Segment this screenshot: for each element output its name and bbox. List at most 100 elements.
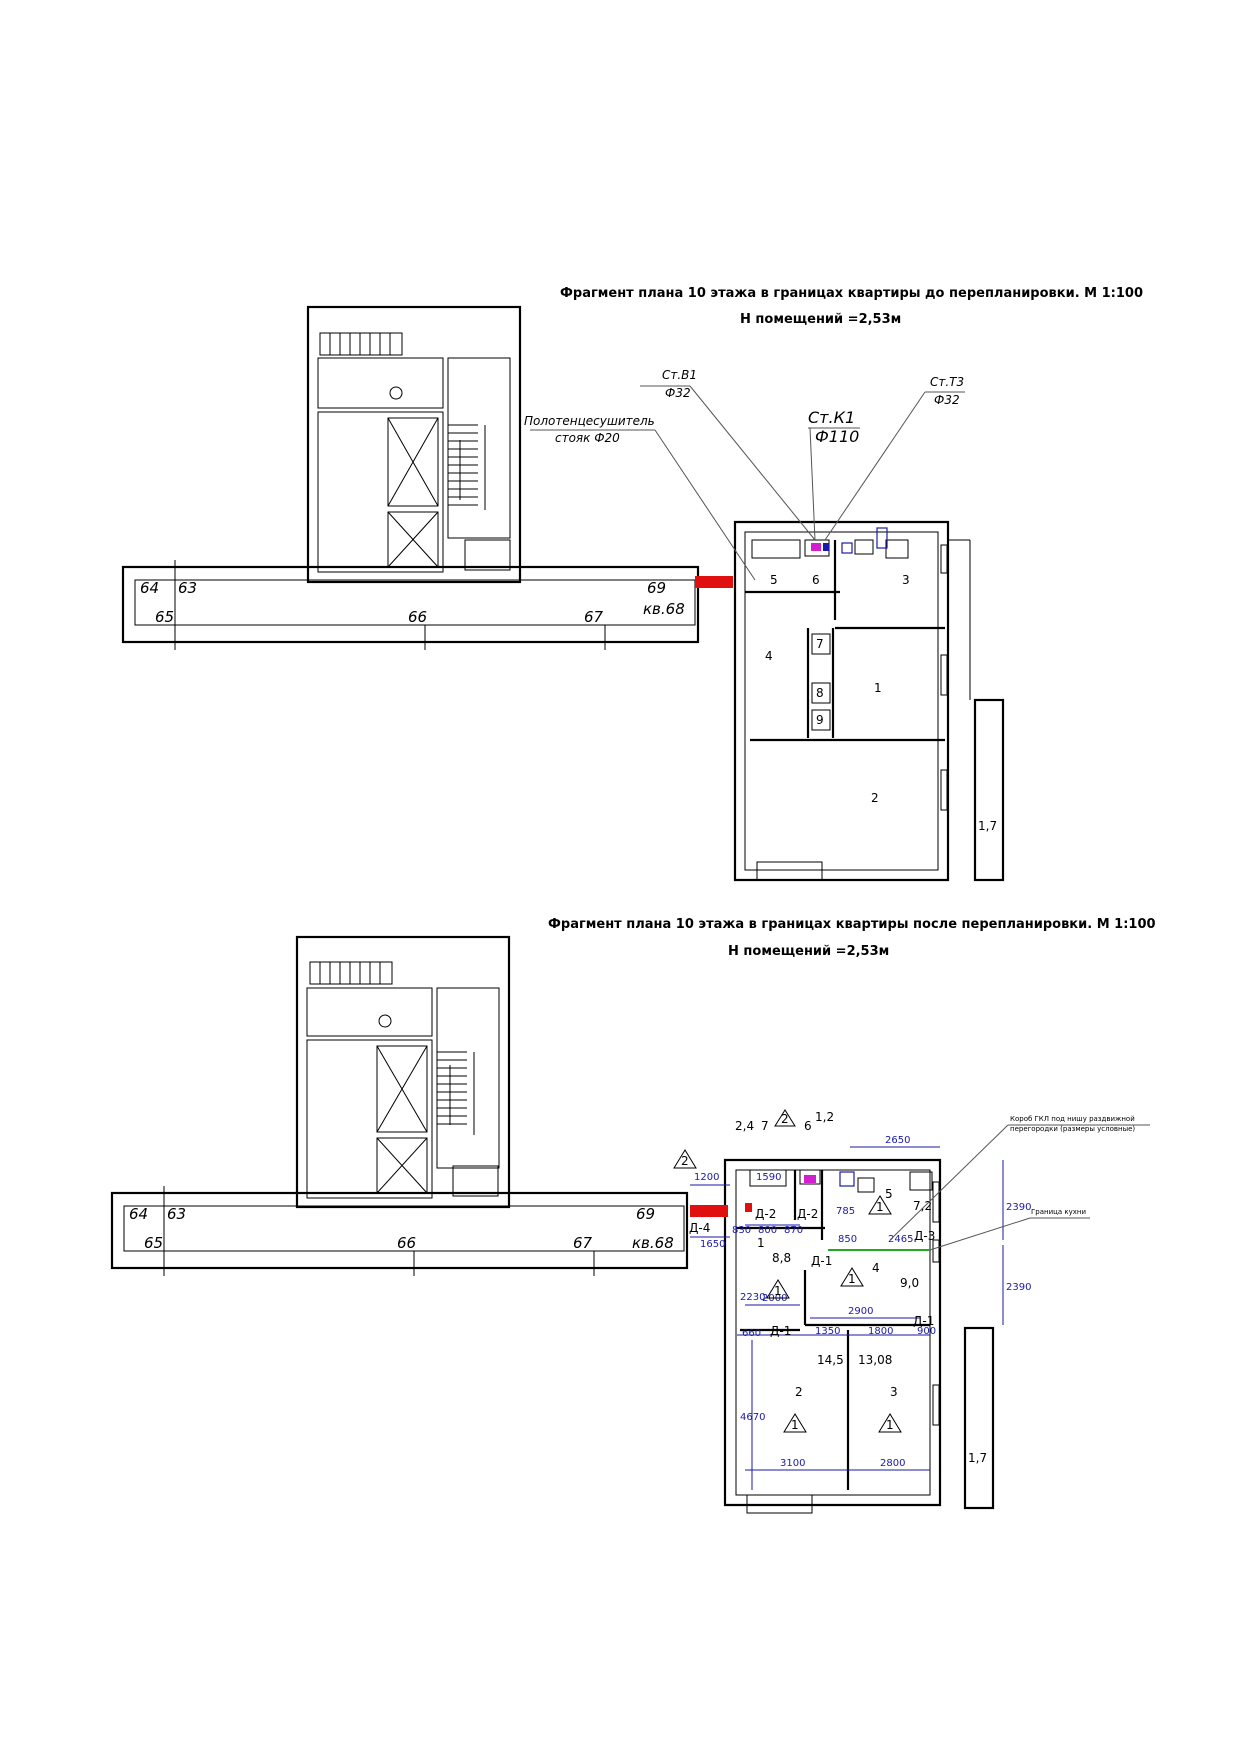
plan-before-height: Н помещений =2,53м: [740, 312, 901, 327]
axis-63: 63: [178, 579, 197, 597]
dim-900: 900: [917, 1326, 936, 1337]
callout-towel-riser: стояк Ф20: [555, 431, 620, 445]
room-8: 8: [816, 686, 824, 700]
triangle-marker-2-left: [673, 1149, 697, 1169]
lobby-fixture: [378, 1014, 392, 1028]
bathtub: [751, 539, 801, 559]
dim-800: 800: [758, 1225, 777, 1236]
axis-66: 66: [397, 1234, 416, 1252]
plan-after-height: Н помещений =2,53м: [728, 944, 889, 959]
axis-65: 65: [155, 608, 174, 626]
axis-69: 69: [636, 1205, 655, 1223]
balcony-area: 1,7: [978, 819, 997, 833]
plan-before-title: Фрагмент плана 10 этажа в границах кварт…: [560, 286, 1143, 301]
plan-after-title: Фрагмент плана 10 этажа в границах кварт…: [548, 917, 1156, 932]
triangle-marker-1-entry: [766, 1279, 790, 1299]
area-13-08: 13,08: [858, 1353, 892, 1367]
callout-st-v1-diameter: Ф32: [665, 386, 691, 400]
triangle-1-entry-label: 1: [774, 1284, 782, 1298]
plan-after: Фрагмент плана 10 этажа в границах кварт…: [110, 917, 1156, 1514]
triangle-1-room2-label: 1: [791, 1418, 799, 1432]
dim-1590: 1590: [756, 1172, 781, 1183]
lobby-fixture: [389, 386, 403, 400]
triangle-1-kitchen-label: 1: [876, 1200, 884, 1214]
elevator-1: [376, 1045, 428, 1133]
note-box-2: перегородки (размеры условные): [1010, 1125, 1135, 1133]
axis-65: 65: [144, 1234, 163, 1252]
door-d1-c: Д-1: [913, 1314, 934, 1328]
door-d2-a: Д-2: [755, 1207, 776, 1221]
triangle-2-top-label: 2: [781, 1112, 789, 1126]
area-2-4: 2,4: [735, 1119, 754, 1133]
room-7: 7: [816, 637, 824, 651]
balcony-area: 1,7: [968, 1451, 987, 1465]
stove: [885, 539, 909, 559]
note-box-1: Короб ГКЛ под нишу раздвижной: [1010, 1115, 1135, 1123]
triangle-marker-1-room2: [783, 1413, 807, 1433]
triangle-marker-2-top: [774, 1109, 796, 1127]
stair-block: [295, 935, 511, 1209]
room-3: 3: [902, 573, 910, 587]
corridor: [121, 565, 700, 644]
area-1-2: 1,2: [815, 1110, 834, 1124]
room-5: 5: [770, 573, 778, 587]
room-6: 6: [812, 573, 820, 587]
dim-785: 785: [836, 1206, 855, 1217]
door-d4: Д-4: [689, 1221, 710, 1235]
callout-st-k1: Ст.К1: [808, 408, 855, 427]
elevator-hall: [317, 411, 444, 573]
apartment-outline: [723, 1158, 942, 1507]
riser: [804, 1175, 816, 1183]
axis-69: 69: [647, 579, 666, 597]
dim-850: 850: [838, 1234, 857, 1245]
room-9: 9: [816, 713, 824, 727]
vent-grid: [319, 332, 403, 356]
triangle-1-hall-label: 1: [848, 1272, 856, 1286]
plan-before: Фрагмент плана 10 этажа в границах кварт…: [121, 286, 1143, 882]
dim-2650: 2650: [885, 1135, 910, 1146]
dim-1200: 1200: [694, 1172, 719, 1183]
apartment-number: кв.68: [632, 1234, 674, 1252]
axis-67: 67: [584, 608, 604, 626]
riser-t3: [823, 543, 829, 551]
room-4: 4: [765, 649, 773, 663]
dim-2800: 2800: [880, 1458, 905, 1469]
area-8-8: 8,8: [772, 1251, 791, 1265]
radiator: [690, 1205, 728, 1217]
corridor: [110, 1191, 689, 1270]
apartment-outline: [733, 520, 950, 882]
kitchen-sink: [857, 1177, 875, 1193]
area-14-5: 14,5: [817, 1353, 844, 1367]
apartment-number: кв.68: [643, 600, 685, 618]
staircase: [436, 987, 500, 1169]
dim-2230: 2230: [740, 1292, 765, 1303]
dim-1800: 1800: [868, 1326, 893, 1337]
room-2: 2: [871, 791, 879, 805]
bathtub: [749, 1169, 787, 1187]
dim-830: 830: [732, 1225, 751, 1236]
callout-st-t3-diameter: Ф32: [934, 393, 960, 407]
dim-2390-b: 2390: [1006, 1282, 1031, 1293]
stair-block: [306, 305, 522, 584]
triangle-marker-1-hall: [840, 1267, 864, 1287]
callout-towel-dryer: Полотенцесушитель: [524, 414, 655, 428]
room-6: 6: [804, 1119, 812, 1133]
area-7-2: 7,2: [913, 1199, 932, 1213]
dim-1650: 1650: [700, 1239, 725, 1250]
room-1: 1: [757, 1236, 765, 1250]
dim-2900: 2900: [848, 1306, 873, 1317]
room-4: 4: [872, 1261, 880, 1275]
dim-660: 660: [742, 1328, 761, 1339]
axis-64: 64: [140, 579, 159, 597]
staircase: [447, 357, 511, 539]
room-2: 2: [795, 1385, 803, 1399]
room-3: 3: [890, 1385, 898, 1399]
radiator: [695, 576, 733, 588]
balcony: [973, 698, 1005, 882]
triangle-marker-1-kitchen: [868, 1195, 892, 1215]
lobby-room: [317, 357, 444, 409]
room-7: 7: [761, 1119, 769, 1133]
room-1: 1: [874, 681, 882, 695]
triangle-marker-1-room3: [878, 1413, 902, 1433]
